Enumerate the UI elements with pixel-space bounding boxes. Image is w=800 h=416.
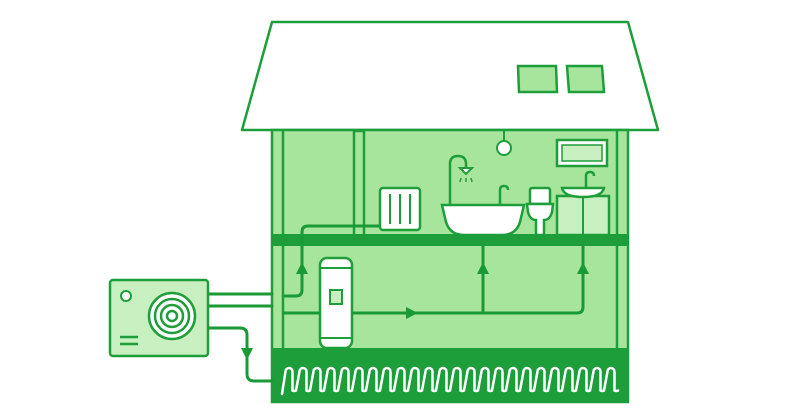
- underfloor-loop-icon: [280, 366, 620, 396]
- underfloor-heating: [271, 358, 629, 403]
- first-floor-slab: [271, 234, 629, 246]
- status-light-icon: [120, 290, 132, 302]
- hot-water-cylinder: [318, 256, 354, 350]
- bath-tap-icon: [498, 184, 510, 205]
- pipework: [206, 224, 585, 383]
- sink-icon: [560, 186, 606, 199]
- heat-pump-unit: [108, 278, 210, 358]
- flow-arrows: [241, 262, 589, 360]
- underfloor-bed: [271, 358, 629, 403]
- arrow-down-icon: [241, 348, 253, 360]
- bathtub: [440, 184, 526, 237]
- roof: [240, 20, 660, 132]
- shower-icon: [448, 154, 468, 205]
- sink-tap-icon: [584, 170, 596, 188]
- pipe: [206, 326, 274, 383]
- skylight-icon: [565, 64, 606, 94]
- roof-panel: [240, 20, 660, 132]
- roof-windows: [516, 64, 606, 94]
- lamp-icon: [496, 140, 512, 156]
- arrow-right-icon: [406, 307, 418, 319]
- toilet-bowl-icon: [525, 202, 555, 237]
- pipe: [350, 243, 585, 315]
- bath-icon: [440, 203, 526, 237]
- arrow-up-icon: [296, 262, 308, 274]
- mirror: [555, 138, 609, 168]
- skylight-icon: [516, 64, 559, 94]
- fan-icon: [147, 291, 197, 341]
- pipe: [282, 224, 386, 298]
- ceiling-light: [496, 131, 512, 156]
- toilet-cistern-icon: [528, 186, 552, 206]
- sink-vanity: [555, 170, 611, 237]
- arrow-up-icon: [577, 262, 589, 274]
- room-divider-wall: [352, 129, 366, 239]
- cylinder-panel-icon: [329, 289, 343, 305]
- ground-floor-slab: [271, 348, 629, 360]
- toilet: [525, 186, 555, 237]
- radiator: [378, 186, 422, 232]
- shower-head: [448, 154, 475, 205]
- arrow-up-icon: [477, 262, 489, 274]
